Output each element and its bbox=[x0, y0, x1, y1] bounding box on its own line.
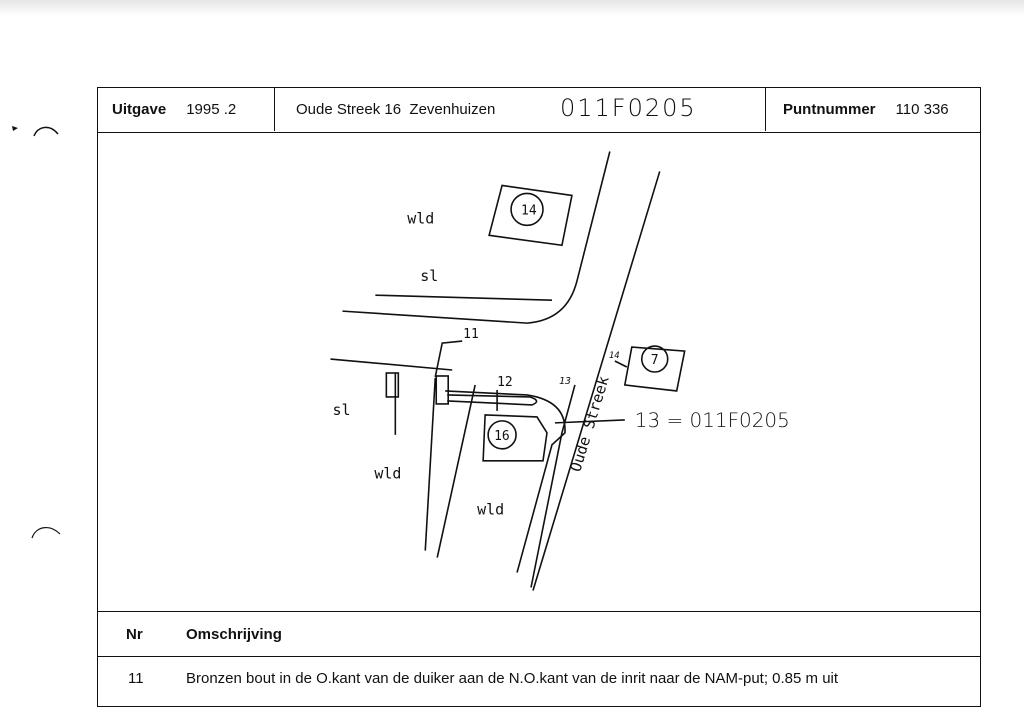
road-edge-west bbox=[342, 151, 611, 324]
location-card: Uitgave 1995 .2 Oude Streek 16 Zevenhuiz… bbox=[97, 87, 981, 707]
house-7 bbox=[623, 346, 686, 392]
label-house-14: 14 bbox=[521, 203, 537, 218]
label-house-7: 7 bbox=[651, 353, 659, 368]
row-description: Bronzen bout in de O.kant van de duiker … bbox=[186, 670, 839, 687]
handwritten-code: 011F0205 bbox=[560, 93, 697, 122]
col-omschrijving-header: Omschrijving bbox=[186, 626, 282, 643]
col-nr-header: Nr bbox=[126, 626, 143, 643]
description-header: Nr Omschrijving bbox=[98, 611, 980, 657]
uitgave-group: Uitgave 1995 .2 bbox=[112, 88, 236, 131]
lane-line-a bbox=[424, 377, 437, 551]
arrow-11 bbox=[434, 340, 463, 378]
puntnummer-group: Puntnummer 110 336 bbox=[783, 88, 949, 131]
divider bbox=[765, 88, 766, 131]
label-sl-top: sl bbox=[420, 267, 438, 285]
label-point-13: 13 bbox=[559, 376, 571, 387]
scan-edge-shadow bbox=[0, 0, 1024, 16]
uitgave-value: 1995 .2 bbox=[186, 101, 237, 118]
label-point-11: 11 bbox=[463, 327, 479, 342]
house-14 bbox=[488, 184, 573, 247]
label-dist-14: 14 bbox=[609, 351, 620, 361]
leader-13 bbox=[554, 419, 625, 424]
culvert-pipe bbox=[447, 394, 538, 406]
location-sketch: wld sl sl wld wld Oude Streek 14 7 16 11… bbox=[330, 151, 790, 591]
house-14-circle bbox=[510, 192, 544, 227]
label-point-12: 12 bbox=[497, 375, 513, 390]
house-7-circle bbox=[640, 345, 669, 373]
margin-marks bbox=[12, 126, 61, 539]
house-16 bbox=[482, 414, 548, 462]
label-wld-bottom: wld bbox=[477, 501, 504, 519]
culvert-head-east bbox=[435, 375, 450, 405]
side-road-top bbox=[330, 358, 453, 371]
sl-ditch-top bbox=[375, 294, 552, 301]
label-house-16: 16 bbox=[494, 429, 510, 444]
address-text: Oude Streek 16 Zevenhuizen bbox=[296, 101, 496, 118]
culvert-head-west bbox=[385, 372, 400, 398]
culvert bbox=[445, 390, 566, 573]
header-row: Uitgave 1995 .2 Oude Streek 16 Zevenhuiz… bbox=[98, 88, 980, 133]
dist-14-leader bbox=[614, 360, 628, 368]
row-nr: 11 bbox=[128, 670, 144, 687]
label-wld-left: wld bbox=[374, 465, 401, 483]
puntnummer-value: 110 336 bbox=[895, 101, 949, 118]
puntnummer-label: Puntnummer bbox=[783, 101, 876, 118]
uitgave-label: Uitgave bbox=[112, 101, 167, 118]
road-edge-inner bbox=[530, 384, 576, 588]
handwritten-annotation: 13 = 011F0205 bbox=[635, 408, 790, 432]
house-16-circle bbox=[487, 420, 517, 450]
label-sl-left: sl bbox=[332, 401, 350, 419]
divider bbox=[274, 88, 275, 131]
lane-line-b bbox=[436, 384, 476, 558]
road-edge-east bbox=[532, 171, 661, 591]
label-wld-top: wld bbox=[407, 209, 434, 227]
